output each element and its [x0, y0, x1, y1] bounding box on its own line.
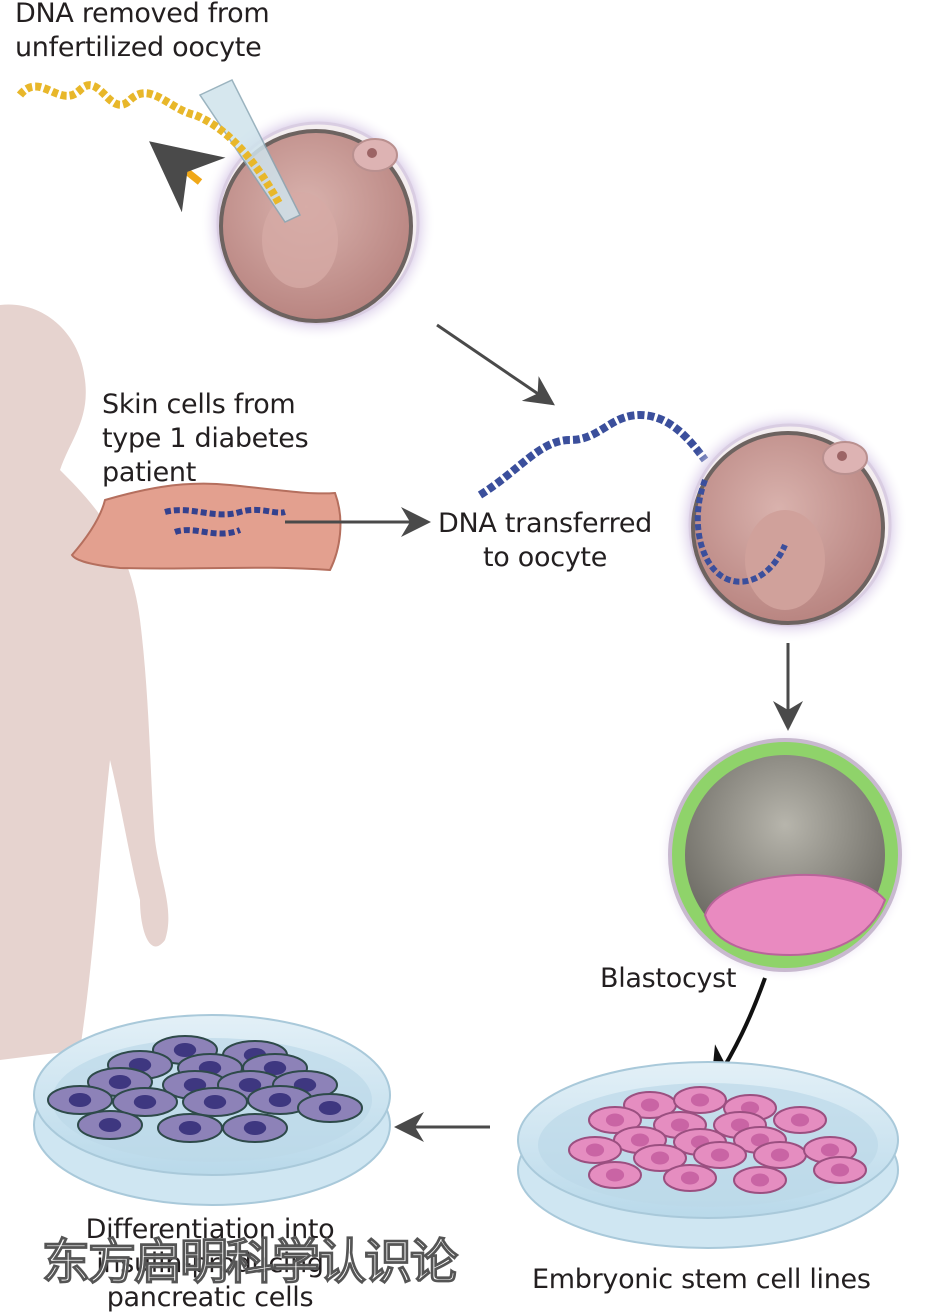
label-line: Skin cells from: [102, 389, 296, 420]
nucleus: [750, 1133, 770, 1147]
nucleus: [640, 1098, 660, 1112]
label-line: patient: [102, 457, 196, 488]
yellow-arrow-icon: [149, 141, 226, 213]
label-line: pancreatic cells: [106, 1282, 314, 1313]
dna-strand-yellow: [16, 81, 284, 207]
nucleus: [670, 1118, 690, 1132]
arrow-to-transfer: [436, 323, 555, 406]
nucleus: [740, 1101, 760, 1115]
dna-strand-blue: [477, 410, 709, 499]
blastocyst-illustration: [657, 727, 913, 983]
watermark: 东方启明科学认识论: [41, 1233, 458, 1290]
nucleus: [790, 1113, 810, 1127]
label-line: Differentiation into: [85, 1214, 335, 1245]
patient-silhouette: [0, 304, 169, 1060]
label-differentiation: Differentiation into insulin-producing p…: [60, 1213, 360, 1315]
nucleus: [630, 1133, 650, 1147]
micropipette-icon: [198, 79, 302, 223]
nucleus: [173, 1043, 197, 1057]
label-skin-cells: Skin cells from type 1 diabetes patient: [102, 388, 309, 490]
nucleus: [730, 1118, 750, 1132]
nucleus: [318, 1101, 342, 1115]
label-dna-removed: DNA removed from unfertilized oocyte: [15, 0, 270, 65]
label-line: type 1 diabetes: [102, 423, 309, 454]
nucleus: [108, 1075, 132, 1089]
nucleus: [263, 1061, 287, 1075]
nucleus: [690, 1093, 710, 1107]
label-line: unfertilized oocyte: [15, 32, 262, 63]
label-line: DNA removed from: [15, 0, 270, 29]
nucleus: [68, 1093, 92, 1107]
label-esc-lines: Embryonic stem cell lines: [532, 1264, 871, 1295]
nucleus: [133, 1095, 157, 1109]
skin-cell: [70, 482, 342, 572]
label-dna-transferred: DNA transferred to oocyte: [435, 507, 655, 575]
label-blastocyst: Blastocyst: [600, 963, 737, 994]
nucleus: [770, 1148, 790, 1162]
nucleus: [650, 1151, 670, 1165]
nucleus: [750, 1173, 770, 1187]
nucleus: [830, 1163, 850, 1177]
label-line: to oocyte: [482, 542, 608, 573]
nucleus: [203, 1095, 227, 1109]
nucleus: [268, 1093, 292, 1107]
nucleus: [710, 1148, 730, 1162]
label-line: DNA transferred: [438, 508, 652, 539]
oocyte-with-donor-dna: [672, 407, 908, 643]
nucleus: [243, 1121, 267, 1135]
nucleus: [605, 1168, 625, 1182]
label-line: insulin-producing: [96, 1248, 324, 1279]
nucleus: [178, 1121, 202, 1135]
nucleus: [98, 1118, 122, 1132]
nucleus: [820, 1143, 840, 1157]
nucleus: [605, 1113, 625, 1127]
nucleus: [238, 1078, 262, 1092]
nucleus: [585, 1143, 605, 1157]
nucleus: [680, 1171, 700, 1185]
